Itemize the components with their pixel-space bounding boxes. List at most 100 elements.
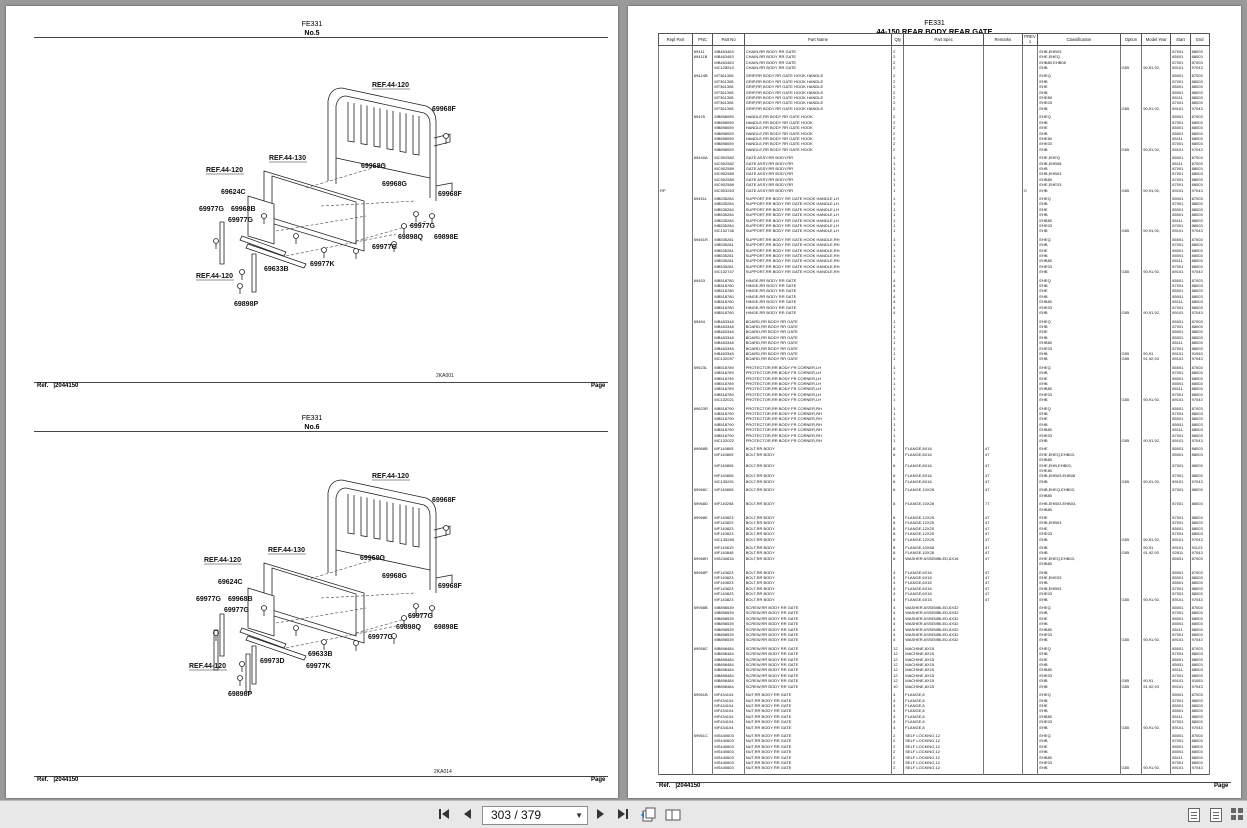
next-page-icon[interactable]	[594, 807, 608, 823]
table-cell: G85	[1119, 689, 1143, 730]
table-cell	[983, 361, 1023, 403]
table-cell	[658, 541, 693, 567]
single-page-view-icon[interactable]	[1188, 808, 1200, 822]
bolt-head	[213, 238, 219, 244]
column-header: End	[1189, 33, 1211, 46]
callout-label: 69624C	[218, 579, 243, 586]
two-page-view-icon[interactable]	[1210, 808, 1222, 822]
table-cell: EHB,EHB03,EHB03,EHB80	[1037, 498, 1121, 512]
table-cell	[903, 192, 984, 234]
table-cell	[1021, 541, 1039, 567]
fit-page-icon[interactable]	[664, 807, 682, 823]
gate-bar	[347, 494, 355, 535]
hinge-plate	[247, 195, 275, 245]
table-cell: 47	[983, 484, 1023, 499]
column-header: Start	[1170, 33, 1191, 46]
table-cell: RP	[658, 152, 693, 193]
table-cell	[658, 45, 693, 71]
side-board	[263, 170, 365, 252]
table-cell	[1141, 484, 1172, 499]
page-number-select[interactable]: 303 / 379 ▼	[482, 806, 588, 825]
callout-label: 69977K	[310, 261, 335, 268]
table-cell	[903, 233, 984, 275]
callout-label: 69968F	[432, 497, 456, 504]
table-cell	[1021, 443, 1039, 485]
column-header: Repl Part	[658, 33, 693, 46]
first-page-icon[interactable]	[436, 807, 452, 823]
bolt-head	[429, 213, 435, 219]
table-cell	[903, 70, 984, 112]
callout-label: 69633B	[264, 266, 289, 273]
table-cell: 69961C	[691, 729, 714, 771]
column-header: Part No	[712, 33, 745, 46]
protector-strip	[245, 635, 307, 661]
table-cell	[658, 192, 693, 234]
hook-bracket	[435, 574, 453, 583]
protector-strip	[245, 243, 307, 269]
table-cell: 69968H	[691, 541, 714, 567]
table-cell: 90,91,92,	[1141, 233, 1172, 275]
table-cell	[658, 70, 693, 112]
table-cell: 90,91,92,	[1141, 111, 1172, 153]
column-header: PREV 1	[1021, 33, 1039, 46]
footer-rule	[656, 782, 1231, 783]
callout-label: 69977G	[199, 206, 224, 213]
bolt-head	[429, 605, 435, 611]
callout-label: REF.44-120	[204, 557, 241, 564]
table-cell: 69454	[691, 315, 714, 362]
header-rule	[34, 37, 608, 38]
ref-label: Ref. |2044150	[37, 777, 79, 783]
table-cell: BOLT,RR BODY	[743, 484, 893, 499]
table-cell: 90,91,92,	[1141, 274, 1172, 316]
prev-page-icon[interactable]	[460, 807, 474, 823]
table-cell: 69968D	[691, 498, 714, 512]
column-header: Classification	[1037, 33, 1121, 46]
grid-view-icon[interactable]	[1229, 807, 1245, 823]
table-cell: 69425	[691, 111, 714, 153]
table-cell: 90,91,92,	[1141, 192, 1172, 234]
last-page-icon[interactable]	[615, 807, 631, 823]
callout-label: REF.44-130	[268, 547, 305, 554]
table-cell: 90,91,92,	[1141, 45, 1172, 71]
rotate-view-icon[interactable]	[640, 807, 658, 823]
table-cell	[1021, 233, 1039, 275]
gate-bar	[412, 507, 420, 548]
table-model: FE331	[924, 20, 945, 27]
right-page: FE331 44-150 REAR BODY REAR GATE Repl Pa…	[628, 6, 1241, 798]
table-cell: G85	[1119, 541, 1143, 567]
table-cell	[1021, 402, 1039, 444]
table-cell: 90,91,92,	[1141, 566, 1172, 602]
side-board	[263, 562, 365, 644]
table-cell	[658, 111, 693, 153]
table-cell: G85	[1119, 566, 1143, 602]
